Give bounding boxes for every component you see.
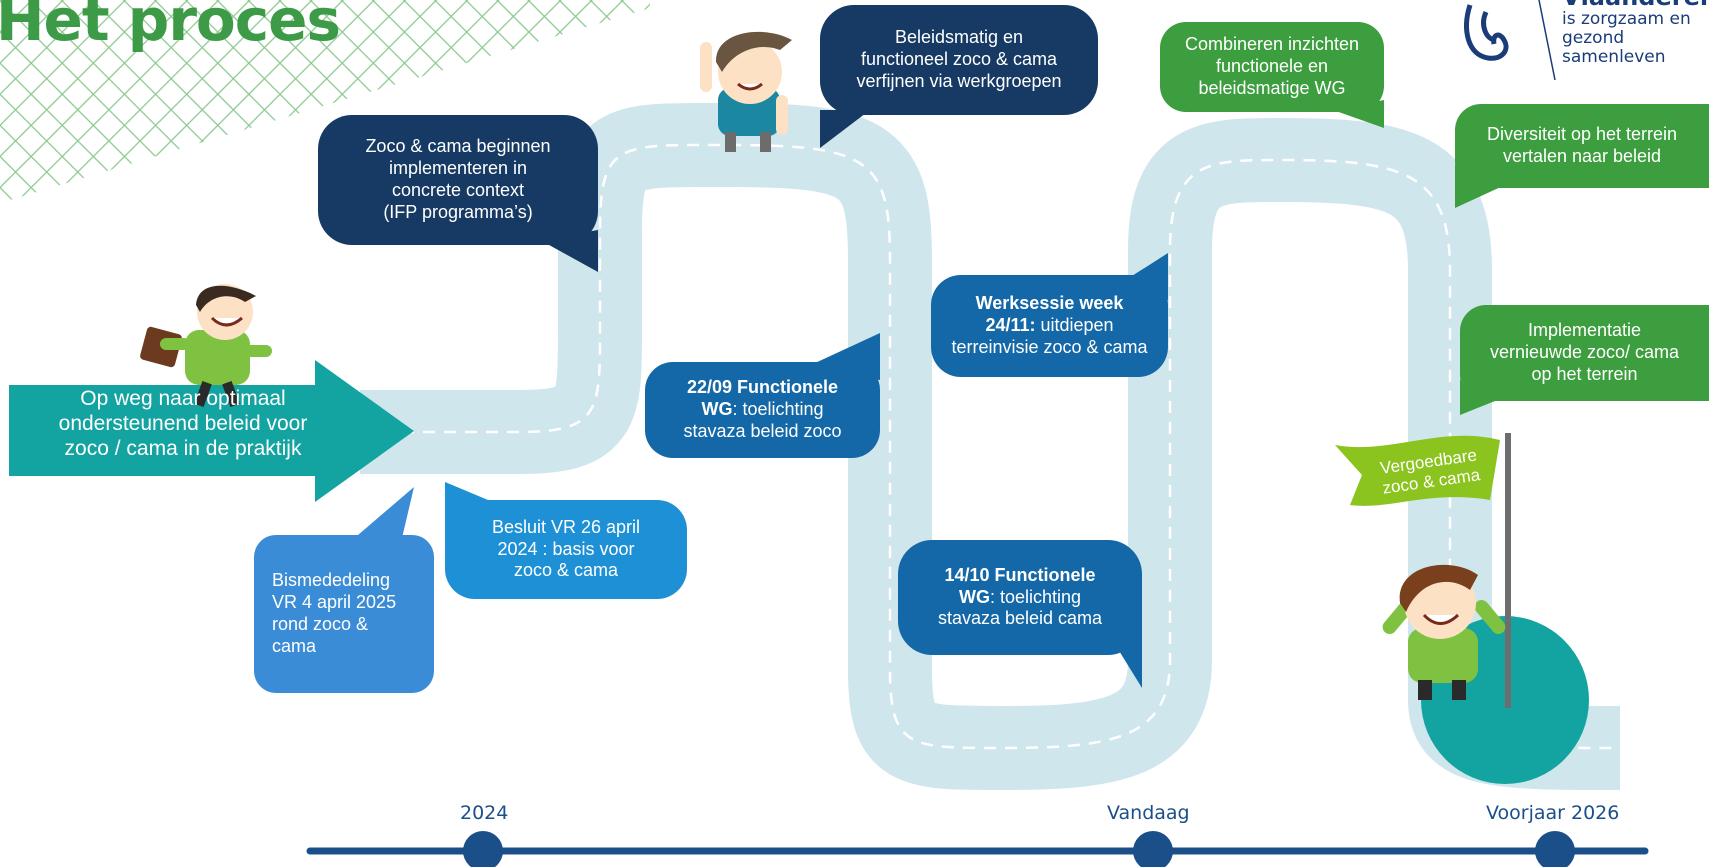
timeline-label-vandaag: Vandaag [1107, 802, 1190, 824]
bubble-werksessie: Werksessie week 24/11: uitdiepen terrein… [931, 275, 1168, 377]
logo-tagline-1: is zorgzaam en [1562, 9, 1691, 30]
werksessie-bold-2: 24/11: [985, 315, 1036, 336]
lattice-decoration [0, 0, 650, 200]
timeline-marker-2024 [463, 831, 503, 867]
flag-banner [1335, 435, 1500, 506]
start-line-1: Op weg naar optimaal [80, 387, 286, 410]
bubble-wg-2209: 22/09 Functionele WG: toelichting stavaz… [645, 362, 880, 458]
wg1410-line-3: stavaza beleid cama [937, 608, 1103, 629]
cheering-person-illustration [1382, 564, 1506, 700]
wg2209-bold-1: 22/09 Functionele [686, 377, 839, 398]
timeline-marker-vandaag [1133, 831, 1173, 867]
logo-tagline-2: gezond samenleven [1562, 28, 1666, 67]
timeline-label-2024: 2024 [460, 802, 509, 824]
implementeren-line-2: implementeren in [388, 158, 528, 179]
logo-brand: Vlaanderen [1562, 0, 1709, 10]
besluit-line-3: zoco & cama [513, 560, 619, 581]
bubble-wg-1410: 14/10 Functionele WG: toelichting stavaz… [898, 540, 1142, 655]
wg2209-bold-2: WG [701, 399, 733, 420]
verfijnen-line-1: Beleidsmatig en [894, 27, 1024, 48]
wg1410-rest-2: : toelichting [989, 586, 1082, 607]
bubble-implementatie: Implementatie vernieuwde zoco/ cama op h… [1460, 305, 1709, 401]
werksessie-rest-2: uitdiepen [1035, 315, 1114, 336]
bubble-besluit: Besluit VR 26 april 2024 : basis voor zo… [445, 500, 687, 599]
bismededeling-line-4: cama [272, 635, 317, 656]
start-arrow-text: Op weg naar optimaal ondersteunend belei… [18, 386, 348, 462]
bismededeling-line-1: Bismededeling [272, 570, 391, 591]
implementatie-line-3: op het terrein [1531, 363, 1638, 384]
start-arrow [9, 360, 414, 502]
start-line-2: ondersteunend beleid voor [58, 412, 308, 436]
verfijnen-line-2: functioneel zoco & cama [860, 49, 1058, 70]
walking-person-illustration [140, 284, 272, 407]
diversiteit-line-2: vertalen naar beleid [1502, 146, 1662, 166]
road [360, 102, 1621, 790]
tail-verfijnen [820, 110, 870, 148]
bismededeling-line-2: VR 4 april 2025 [272, 592, 397, 613]
wg1410-bold-1: 14/10 Functionele [944, 564, 1096, 585]
bubble-verfijnen: Beleidsmatig en functioneel zoco & cama … [820, 5, 1098, 115]
combineren-line-1: Combineren inzichten [1184, 34, 1360, 55]
logo-text: Vlaanderen is zorgzaam en gezond samenle… [1562, 0, 1709, 67]
bismededeling-line-3: rond zoco & [272, 614, 369, 634]
werksessie-line-3: terreinvisie zoco & cama [951, 336, 1148, 357]
bubble-bismededeling: Bismededeling VR 4 april 2025 rond zoco … [254, 535, 434, 693]
implementeren-line-3: concrete context [391, 180, 525, 200]
besluit-line-1: Besluit VR 26 april [491, 516, 641, 537]
wg1410-bold-2: WG [958, 586, 990, 607]
implementeren-line-4: (IFP programma’s) [383, 201, 533, 222]
wg2209-rest-2: : toelichting [732, 399, 824, 420]
implementatie-line-1: Implementatie [1527, 320, 1642, 341]
bubble-combineren: Combineren inzichten functionele en bele… [1160, 22, 1384, 112]
bubble-diversiteit: Diversiteit op het terrein vertalen naar… [1455, 104, 1709, 188]
flag-pole [1505, 433, 1511, 708]
bubble-implementeren: Zoco & cama beginnen implementeren in co… [318, 115, 598, 245]
vlaanderen-lion-logo [1464, 0, 1556, 81]
implementeren-line-1: Zoco & cama beginnen [365, 136, 551, 157]
wg2209-line-3: stavaza beleid zoco [683, 420, 842, 441]
combineren-line-3: beleidsmatige WG [1198, 77, 1346, 98]
werksessie-bold-1: Werksessie week [975, 293, 1124, 314]
timeline-label-2026: Voorjaar 2026 [1486, 802, 1620, 824]
verfijnen-line-3: verfijnen via werkgroepen [856, 70, 1062, 91]
start-line-3: zoco / cama in de praktijk [64, 437, 302, 461]
thinking-person-illustration [700, 31, 792, 152]
besluit-line-2: 2024 : basis voor [497, 538, 635, 559]
timeline-marker-2026 [1535, 831, 1575, 867]
diversiteit-line-1: Diversiteit op het terrein [1486, 124, 1678, 145]
page-title: Het proces [0, 0, 341, 54]
combineren-line-2: functionele en [1215, 56, 1329, 77]
implementatie-line-2: vernieuwde zoco/ cama [1489, 342, 1680, 363]
